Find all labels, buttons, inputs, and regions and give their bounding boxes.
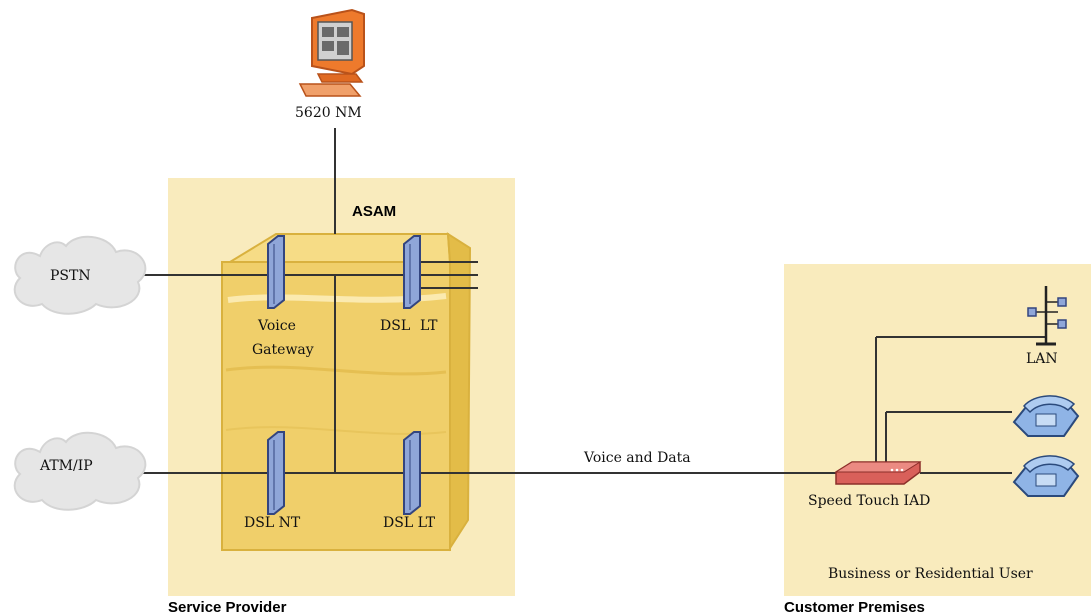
pstn-cloud bbox=[13, 235, 147, 315]
business-user-label: Business or Residential User bbox=[828, 566, 1033, 582]
dsl-lt-card-top bbox=[403, 235, 421, 309]
customer-premises-label: Customer Premises bbox=[784, 599, 925, 616]
dsl-nt-card bbox=[267, 431, 285, 515]
asam-label: ASAM bbox=[352, 203, 396, 220]
atm-ip-label: ATM/IP bbox=[39, 458, 93, 474]
speed-touch-iad-label: Speed Touch IAD bbox=[808, 493, 930, 509]
dsl-nt-label: DSL NT bbox=[244, 515, 301, 531]
phone-icon-bottom bbox=[1012, 455, 1080, 497]
atm-ip-cloud bbox=[13, 431, 147, 511]
lan-icon bbox=[1027, 286, 1067, 346]
computer-icon bbox=[298, 8, 365, 97]
dsl-lt-top-label-a: DSL bbox=[380, 318, 410, 334]
voice-gateway-label-line2: Gateway bbox=[252, 342, 314, 358]
speed-touch-iad-icon bbox=[834, 461, 922, 485]
dsl-lt-bottom-label: DSL LT bbox=[383, 515, 436, 531]
lan-label: LAN bbox=[1026, 351, 1058, 367]
dsl-lt-top-label-b: LT bbox=[420, 318, 438, 334]
service-provider-label: Service Provider bbox=[168, 599, 287, 616]
voice-gateway-label-line1: Voice bbox=[257, 318, 296, 334]
voice-and-data-label: Voice and Data bbox=[583, 450, 691, 466]
voice-gateway-card bbox=[267, 235, 285, 309]
pstn-label: PSTN bbox=[50, 268, 91, 284]
nm-label: 5620 NM bbox=[295, 105, 362, 121]
phone-icon-top bbox=[1012, 395, 1080, 437]
dsl-lt-card-bottom bbox=[403, 431, 421, 515]
asam-cabinet bbox=[221, 232, 472, 552]
